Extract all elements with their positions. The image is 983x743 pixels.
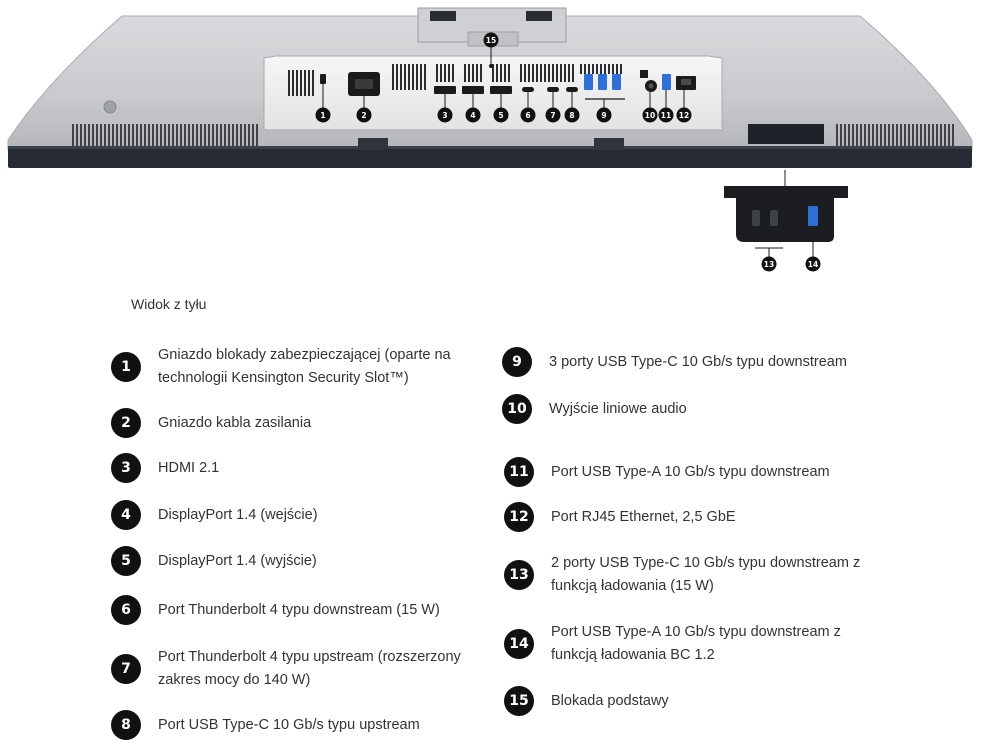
callout-label: 5	[498, 111, 503, 120]
legend-badge: 15	[504, 686, 534, 716]
callout-label: 3	[442, 111, 447, 120]
legend-text: 2 porty USB Type-C 10 Gb/s typu downstre…	[551, 555, 861, 594]
legend-badge: 10	[502, 394, 532, 424]
dp-out-port	[490, 86, 512, 94]
legend-item-9: 9 3 porty USB Type-C 10 Gb/s typu downst…	[502, 347, 847, 377]
legend-item-7: 7 Port Thunderbolt 4 typu upstream (rozs…	[111, 646, 461, 692]
callout-10: 10	[642, 107, 658, 123]
legend-text: DisplayPort 1.4 (wejście)	[158, 506, 318, 523]
callout-label: 11	[661, 111, 671, 120]
legend-text: Gniazdo kabla zasilania	[158, 414, 312, 431]
legend-badge: 2	[111, 408, 141, 438]
legend-text: Wyjście liniowe audio	[549, 400, 687, 417]
usba-port	[662, 74, 671, 90]
legend-badge: 11	[504, 457, 534, 487]
callout-label: 7	[550, 111, 555, 120]
callout-label: 8	[569, 111, 574, 120]
legend-item-15: 15 Blokada podstawy	[504, 686, 669, 716]
usbc-downstream-port-2	[598, 74, 607, 90]
kensington-slot	[320, 74, 326, 84]
section-title: Widok z tyłu	[131, 296, 207, 312]
tb4-downstream-port	[522, 87, 534, 92]
legend-text: Gniazdo blokady zabezpieczającej (oparte…	[158, 347, 451, 386]
right-vent	[836, 124, 956, 146]
legend-item-3: 3 HDMI 2.1	[111, 453, 219, 483]
left-vent	[70, 124, 260, 146]
side-usb-module	[736, 198, 834, 242]
legend-badge: 1	[111, 352, 141, 382]
callout-label: 14	[808, 260, 818, 269]
hdmi-port	[434, 86, 456, 94]
callout-2: 2	[356, 107, 372, 123]
callout-label: 12	[679, 111, 689, 120]
callout-label: 9	[601, 111, 606, 120]
usbc-downstream-port-3	[612, 74, 621, 90]
legend-item-2: 2 Gniazdo kabla zasilania	[111, 408, 311, 438]
callout-6: 6	[520, 107, 536, 123]
callout-8: 8	[564, 107, 580, 123]
usbc-downstream-port-1	[584, 74, 593, 90]
legend-text: Port USB Type-A 10 Gb/s typu downstream	[551, 463, 830, 480]
callout-7: 7	[545, 107, 561, 123]
callout-5: 5	[493, 107, 509, 123]
callout-12: 12	[676, 107, 692, 123]
side-usb-module-bar	[724, 186, 848, 198]
legend-badge: 6	[111, 595, 141, 625]
legend-badge: 3	[111, 453, 141, 483]
legend-item-5: 5 DisplayPort 1.4 (wyjście)	[111, 546, 317, 576]
callout-4: 4	[465, 107, 481, 123]
callout-label: 2	[361, 111, 366, 120]
legend-item-1: 1 Gniazdo blokady zabezpieczającej (opar…	[111, 344, 451, 390]
legend-text: DisplayPort 1.4 (wyjście)	[158, 552, 317, 569]
legend-item-8: 8 Port USB Type-C 10 Gb/s typu upstream	[111, 710, 420, 740]
legend-badge: 12	[504, 502, 534, 532]
callout-label: 10	[645, 111, 655, 120]
legend-badge: 14	[504, 629, 534, 659]
callout-label: 6	[525, 111, 530, 120]
legend-badge: 7	[111, 654, 141, 684]
callout-label: 1	[320, 111, 325, 120]
legend-badge: 5	[111, 546, 141, 576]
legend-text: Blokada podstawy	[551, 692, 669, 709]
legend-item-6: 6 Port Thunderbolt 4 typu downstream (15…	[111, 595, 440, 625]
legend-item-14: 14 Port USB Type-A 10 Gb/s typu downstre…	[504, 621, 841, 667]
callout-9: 9	[596, 107, 612, 123]
legend-badge: 8	[111, 710, 141, 740]
joystick-icon	[103, 100, 117, 114]
callout-13: 13	[761, 256, 777, 272]
legend-text: 3 porty USB Type-C 10 Gb/s typu downstre…	[549, 353, 847, 370]
legend-item-4: 4 DisplayPort 1.4 (wejście)	[111, 500, 318, 530]
callout-3: 3	[437, 107, 453, 123]
callout-1: 1	[315, 107, 331, 123]
legend-badge: 4	[111, 500, 141, 530]
callout-14: 14	[805, 256, 821, 272]
dp-in-port	[462, 86, 484, 94]
callout-label: 4	[470, 111, 475, 120]
legend-item-12: 12 Port RJ45 Ethernet, 2,5 GbE	[504, 502, 736, 532]
callout-label: 13	[764, 260, 774, 269]
tb4-upstream-port	[547, 87, 559, 92]
legend-item-13: 13 2 porty USB Type-C 10 Gb/s typu downs…	[504, 552, 860, 598]
monitor-bottom-bezel	[8, 146, 972, 168]
legend-item-10: 10 Wyjście liniowe audio	[502, 394, 687, 424]
usbc-upstream-port	[566, 87, 578, 92]
legend-badge: 9	[502, 347, 532, 377]
legend-text: Port Thunderbolt 4 typu upstream (rozsze…	[158, 649, 461, 688]
legend-text: Port Thunderbolt 4 typu downstream (15 W…	[158, 601, 440, 618]
legend-item-11: 11 Port USB Type-A 10 Gb/s typu downstre…	[504, 457, 830, 487]
legend-text: Port USB Type-A 10 Gb/s typu downstream …	[551, 624, 841, 663]
callout-label: 15	[486, 36, 496, 45]
legend-badge: 13	[504, 560, 534, 590]
callout-15: 15	[483, 32, 499, 48]
legend-text: Port RJ45 Ethernet, 2,5 GbE	[551, 508, 736, 525]
legend-text: Port USB Type-C 10 Gb/s typu upstream	[158, 716, 420, 733]
callout-11: 11	[658, 107, 674, 123]
legend-text: HDMI 2.1	[158, 459, 220, 476]
